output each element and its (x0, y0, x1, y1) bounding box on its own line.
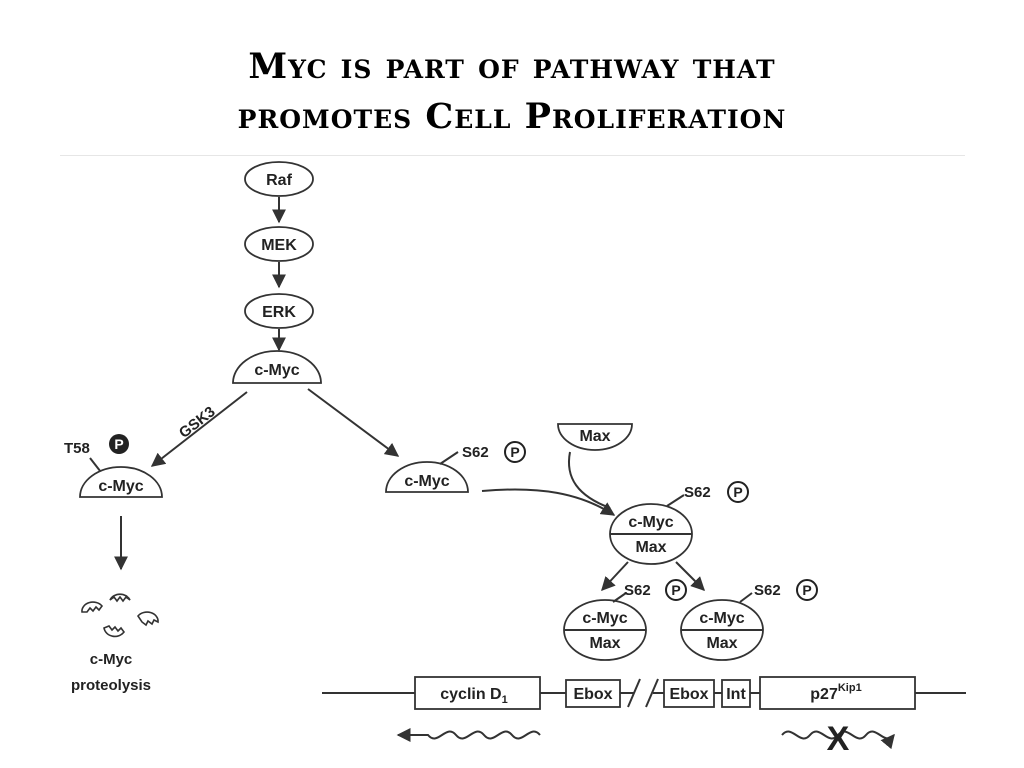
svg-text:cyclin D1: cyclin D1 (440, 686, 507, 706)
cyclin-transcript-arrow (396, 728, 541, 742)
gsk3-label: GSK3 (176, 403, 219, 442)
ebox-2: Ebox (663, 679, 715, 708)
title-line-1: Myc is part of pathway that (248, 46, 776, 87)
complex-right-cmyc: c-Myc (699, 610, 744, 627)
phospho-s62-mid-icon: P (504, 441, 526, 463)
complex-left-max: Max (589, 635, 620, 652)
degraded-fragments-icon (81, 593, 159, 638)
complex-right-max: Max (706, 635, 737, 652)
p27-transcript-arrow (781, 730, 895, 750)
erk-node: ERK (244, 293, 314, 329)
erk-label: ERK (262, 304, 296, 321)
slide-title: Myc is part of pathway that promotes Cel… (0, 42, 1024, 142)
ebox-1-label: Ebox (573, 686, 612, 703)
cmyc-top-label: c-Myc (254, 362, 299, 379)
complex-left-cmyc: c-Myc (582, 610, 627, 627)
s62-mid-link (439, 451, 459, 465)
cmyc-mid-label: c-Myc (404, 473, 449, 490)
dna-break-1 (627, 678, 641, 708)
max-label: Max (579, 428, 610, 445)
complex-center-max: Max (635, 539, 666, 556)
phospho-s62-right-icon: P (796, 579, 818, 601)
mek-node: MEK (244, 226, 314, 262)
s62-center-label: S62 (684, 484, 711, 501)
svg-text:P: P (114, 436, 123, 452)
proteolysis-label-2: proteolysis (71, 677, 151, 694)
svg-text:P: P (802, 582, 811, 598)
proteolysis-label-1: c-Myc (90, 651, 133, 668)
arrow-to-right-complex (675, 561, 705, 591)
gene-p27: p27Kip1 (759, 676, 916, 710)
blocked-x-icon: X (827, 720, 850, 758)
title-divider (60, 155, 965, 156)
arrow-gsk3 (150, 391, 248, 467)
cmyc-left-node: c-Myc (79, 466, 163, 498)
cmyc-top-node: c-Myc (232, 350, 322, 384)
int-label: Int (726, 686, 746, 703)
t58-label: T58 (64, 440, 90, 457)
ebox-1: Ebox (565, 679, 621, 708)
complex-center-cmyc: c-Myc (628, 514, 673, 531)
s62-left-link (612, 592, 627, 603)
ebox-2-label: Ebox (669, 686, 708, 703)
cmyc-mid-node: c-Myc (385, 461, 469, 493)
mek-label: MEK (261, 237, 297, 254)
s62-center-link (666, 494, 685, 507)
raf-label: Raf (266, 172, 292, 189)
p27-label: p27 (810, 686, 838, 703)
arrow-to-cmyc-s62 (307, 388, 400, 457)
phospho-s62-center-icon: P (727, 481, 749, 503)
gene-cyclin-d1: cyclin D1 (414, 676, 541, 710)
cmyc-max-complex-left: c-Myc Max (563, 599, 647, 661)
arrow-to-left-complex (601, 561, 629, 592)
cyclin-label: cyclin D (440, 686, 501, 703)
int-element: Int (721, 679, 751, 708)
phospho-s62-left-icon: P (665, 579, 687, 601)
svg-text:p27Kip1: p27Kip1 (810, 682, 861, 703)
arrow-cmyc-to-complex (481, 488, 616, 516)
phospho-t58-icon: P (109, 434, 129, 454)
dna-break-2 (645, 678, 659, 708)
title-line-2: promotes Cell Proliferation (237, 96, 787, 137)
arrow-max-to-complex (568, 451, 611, 509)
s62-right-link (739, 592, 753, 603)
svg-text:P: P (510, 444, 519, 460)
s62-mid-label: S62 (462, 444, 489, 461)
svg-text:P: P (671, 582, 680, 598)
s62-left-label: S62 (624, 582, 651, 599)
raf-node: Raf (244, 161, 314, 197)
s62-right-label: S62 (754, 582, 781, 599)
cmyc-left-label: c-Myc (98, 478, 143, 495)
cyclin-subscript: 1 (502, 694, 508, 706)
svg-text:P: P (733, 484, 742, 500)
cmyc-max-complex-right: c-Myc Max (680, 599, 764, 661)
max-node: Max (557, 423, 633, 451)
p27-superscript: Kip1 (838, 682, 862, 694)
cmyc-max-complex-center: c-Myc Max (609, 503, 693, 565)
